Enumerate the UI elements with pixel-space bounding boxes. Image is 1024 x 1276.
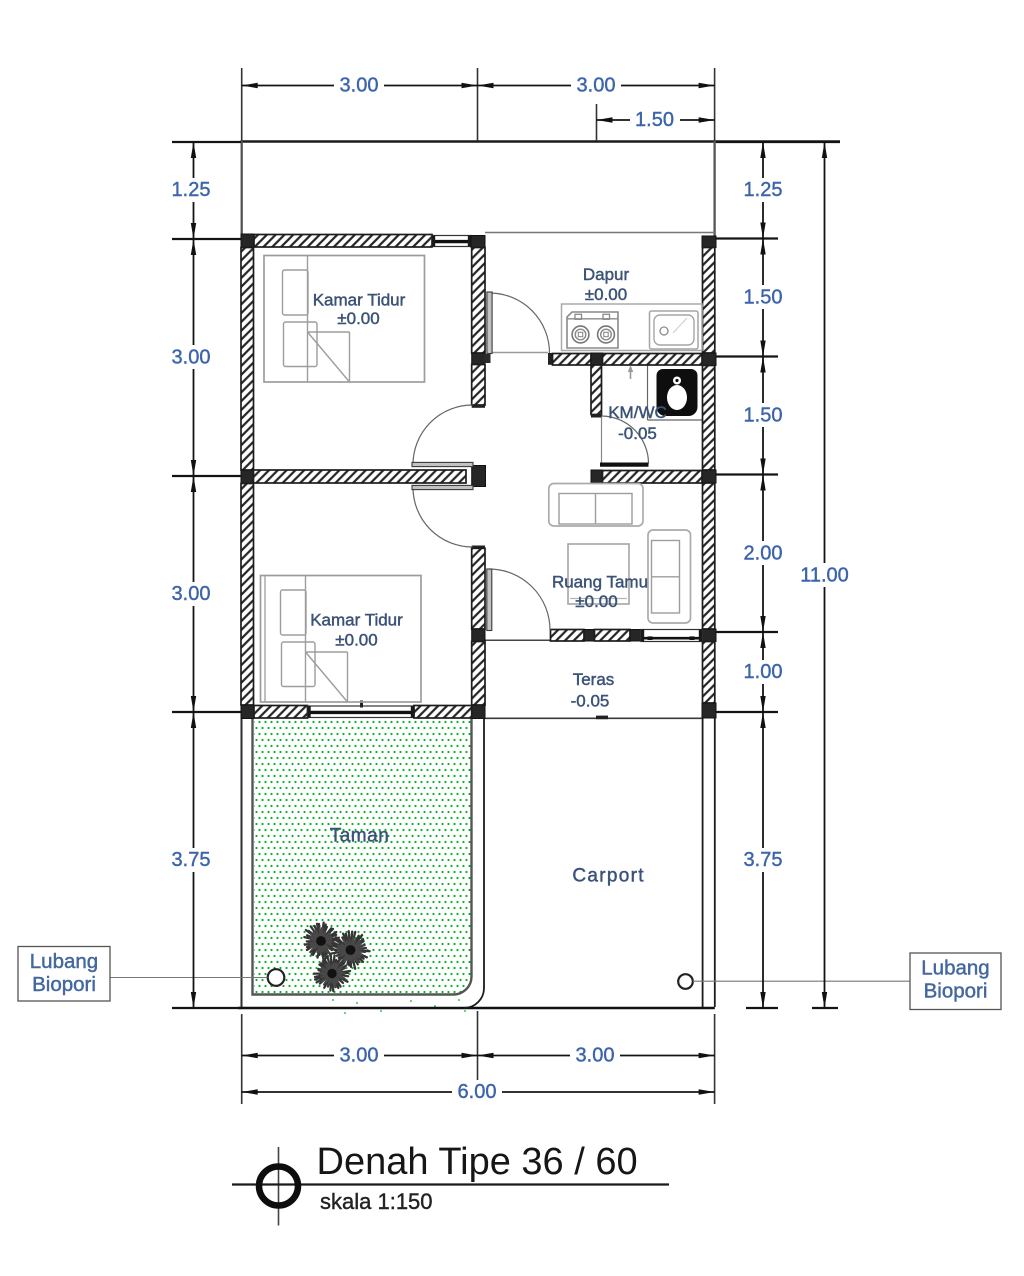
svg-text:3.00: 3.00 <box>340 1045 379 1067</box>
svg-text:KM/WC: KM/WC <box>608 403 667 422</box>
svg-text:Biopori: Biopori <box>32 973 96 996</box>
svg-text:Teras: Teras <box>573 670 615 689</box>
svg-text:±0.00: ±0.00 <box>335 631 377 650</box>
svg-text:1.00: 1.00 <box>744 661 783 683</box>
svg-text:6.00: 6.00 <box>458 1081 497 1103</box>
svg-text:Dapur: Dapur <box>583 265 630 284</box>
svg-text:Biopori: Biopori <box>924 980 988 1003</box>
svg-text:-0.05: -0.05 <box>618 424 657 443</box>
svg-text:3.75: 3.75 <box>744 849 783 871</box>
svg-text:skala 1:150: skala 1:150 <box>320 1189 433 1214</box>
svg-text:Kamar Tidur: Kamar Tidur <box>310 610 403 629</box>
svg-text:±0.00: ±0.00 <box>585 285 627 304</box>
svg-text:1.50: 1.50 <box>744 287 783 309</box>
svg-text:1.50: 1.50 <box>635 109 674 131</box>
svg-text:±0.00: ±0.00 <box>337 309 379 328</box>
svg-text:Kamar Tidur: Kamar Tidur <box>313 291 406 310</box>
svg-text:Lubang: Lubang <box>30 950 98 973</box>
svg-text:3.00: 3.00 <box>172 347 211 369</box>
svg-text:1.25: 1.25 <box>172 179 211 201</box>
svg-text:1.25: 1.25 <box>744 179 783 201</box>
svg-text:Carport: Carport <box>572 866 644 887</box>
svg-text:Taman: Taman <box>330 826 390 847</box>
svg-text:3.00: 3.00 <box>576 1045 615 1067</box>
svg-text:3.00: 3.00 <box>577 75 616 97</box>
svg-text:11.00: 11.00 <box>800 565 849 587</box>
svg-text:Lubang: Lubang <box>921 957 989 980</box>
svg-text:3.00: 3.00 <box>340 75 379 97</box>
svg-text:±0.00: ±0.00 <box>575 592 617 611</box>
svg-text:3.75: 3.75 <box>172 849 211 871</box>
svg-text:1.50: 1.50 <box>744 405 783 427</box>
svg-text:Ruang Tamu: Ruang Tamu <box>552 573 648 592</box>
svg-text:2.00: 2.00 <box>744 543 783 565</box>
svg-text:-0.05: -0.05 <box>571 692 610 711</box>
svg-text:Denah Tipe 36 / 60: Denah Tipe 36 / 60 <box>317 1141 638 1183</box>
svg-text:3.00: 3.00 <box>172 583 211 605</box>
